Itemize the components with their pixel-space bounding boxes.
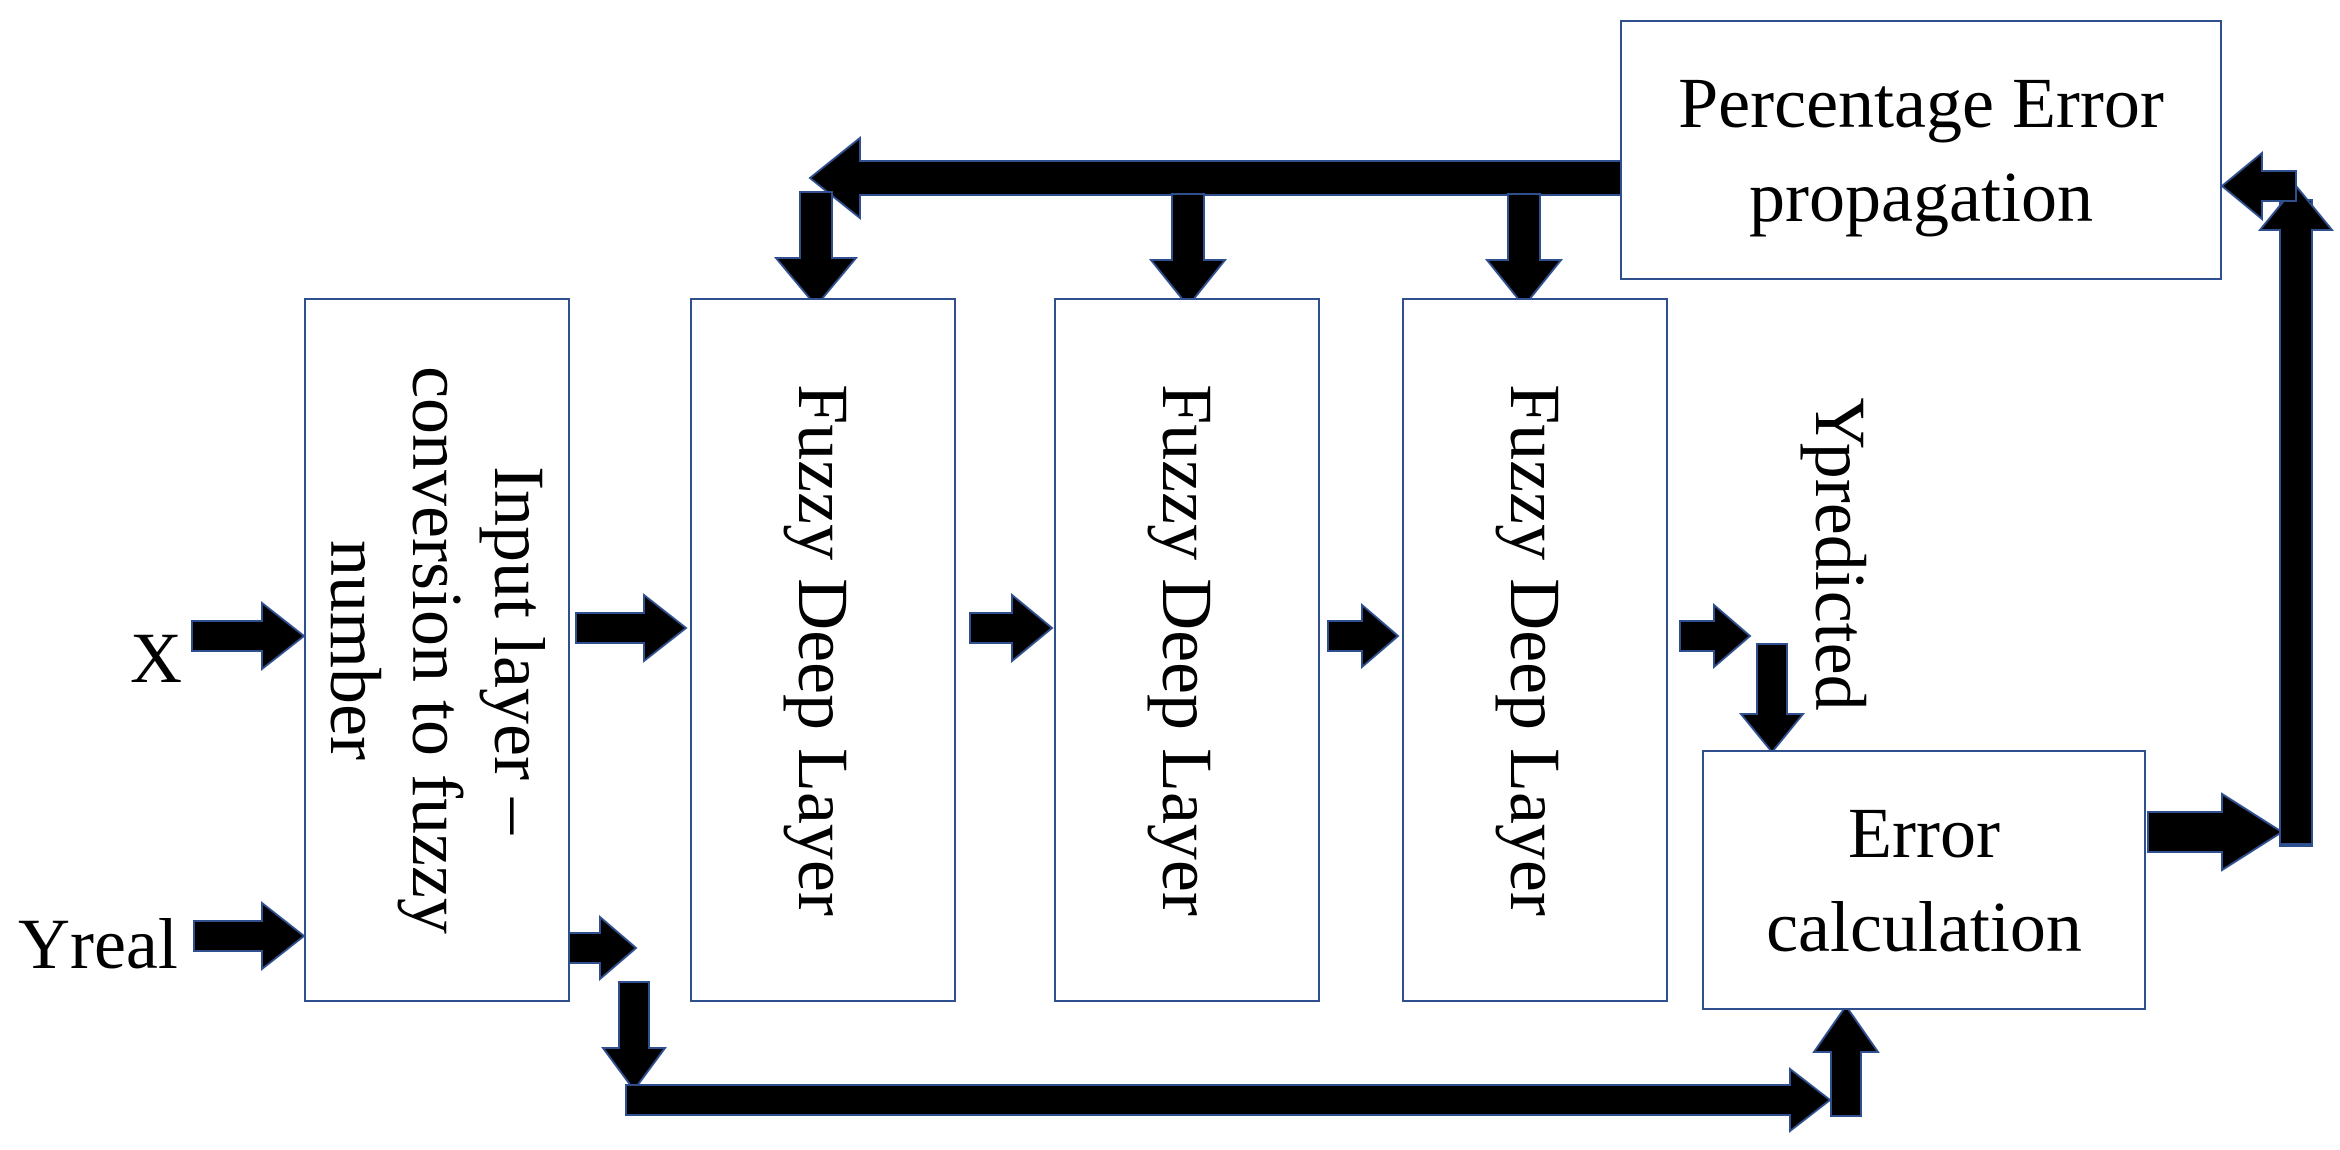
- input-layer-label: Input layer – conversion to fuzzy number: [314, 366, 560, 934]
- percentage-error-propagation-label: Percentage Error propagation: [1622, 56, 2220, 244]
- yreal-branch-down-arrow: [601, 981, 667, 1092]
- error-propagation-line2: propagation: [1749, 157, 2093, 237]
- right-up-arrow: [2257, 184, 2335, 845]
- fuzzy-deep-layer-3-label: Fuzzy Deep Layer: [1495, 384, 1575, 916]
- fuzzy-deep-layer-2-label: Fuzzy Deep Layer: [1147, 384, 1227, 916]
- propagation-to-fuzzy2-arrow: [1148, 193, 1228, 308]
- y-predicted-label: Ypredicted: [1800, 397, 1880, 711]
- error-calculation-line2: calculation: [1766, 887, 2082, 967]
- x-input-arrow: [191, 600, 306, 672]
- x-input-label: X: [130, 618, 182, 698]
- input-layer-line3: number: [315, 540, 395, 760]
- ypredicted-down-arrow: [1738, 643, 1806, 754]
- propagation-back-arrow: [808, 135, 1623, 221]
- error-calculation-label: Error calculation: [1704, 786, 2144, 974]
- error-calculation-line1: Error: [1848, 793, 2000, 873]
- propagation-to-fuzzy1-arrow: [773, 191, 859, 308]
- to-error-calc-up-arrow: [1812, 1004, 1880, 1117]
- into-propagation-arrow: [2220, 150, 2297, 222]
- yreal-branch-right-arrow: [565, 914, 638, 982]
- fuzzy-deep-layer-1-label: Fuzzy Deep Layer: [783, 384, 863, 916]
- bottom-path-arrow: [625, 1066, 1832, 1134]
- propagation-to-fuzzy3-arrow: [1484, 193, 1564, 308]
- percentage-error-propagation-box: Percentage Error propagation: [1620, 20, 2222, 280]
- y-real-input-arrow: [193, 900, 306, 972]
- fuzzy-deep-layer-1-box: Fuzzy Deep Layer: [690, 298, 956, 1002]
- fuzzy-deep-layer-3-box: Fuzzy Deep Layer: [1402, 298, 1668, 1002]
- error-calculation-box: Error calculation: [1702, 750, 2146, 1010]
- fuzzy2-to-fuzzy3-arrow: [1327, 602, 1400, 670]
- input-layer-box: Input layer – conversion to fuzzy number: [304, 298, 570, 1002]
- input-layer-line2: conversion to fuzzy: [397, 366, 477, 934]
- y-real-input-label: Yreal: [18, 904, 178, 984]
- input-to-fuzzy1-arrow: [575, 592, 688, 664]
- error-calc-out-arrow: [2147, 792, 2284, 872]
- fuzzy1-to-fuzzy2-arrow: [969, 592, 1054, 664]
- fuzzy-deep-layer-2-box: Fuzzy Deep Layer: [1054, 298, 1320, 1002]
- fuzzy3-output-arrow: [1679, 602, 1752, 670]
- error-propagation-line1: Percentage Error: [1678, 63, 2164, 143]
- input-layer-line1: Input layer –: [479, 466, 559, 834]
